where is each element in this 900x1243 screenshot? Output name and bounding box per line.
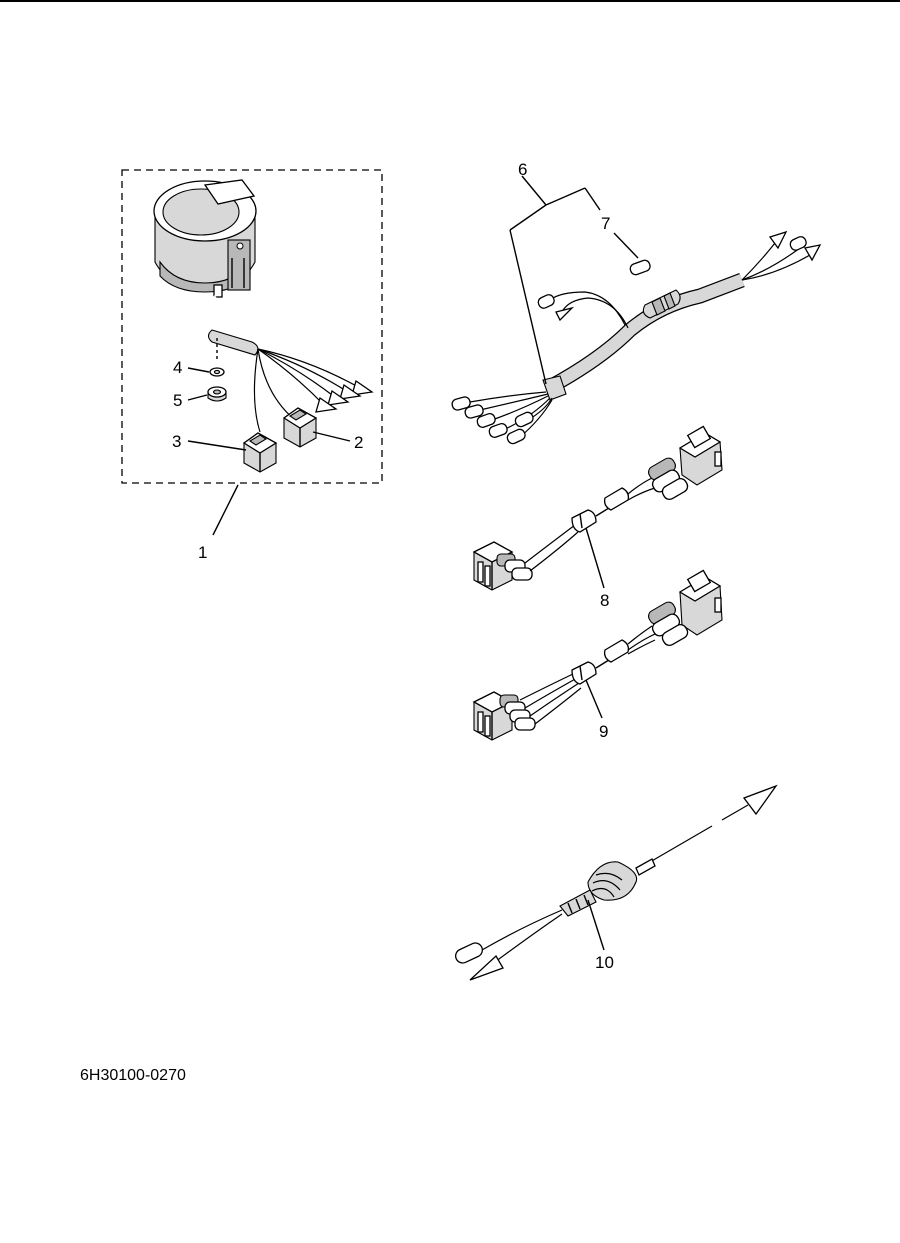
meter-gauge: [153, 179, 257, 298]
arrow-terminal: [742, 784, 778, 816]
part-1-meter-assembly: [121, 169, 383, 484]
cable-sleeve: [207, 329, 259, 356]
part-code: 6H30100-0270: [80, 1067, 186, 1084]
callout-4: 4: [173, 358, 182, 377]
part-8-extension-harness: [472, 425, 723, 591]
assembly-dashed-box: [121, 169, 383, 484]
callout-6: 6: [518, 160, 527, 179]
top-rule: [0, 0, 900, 2]
callout-2: 2: [354, 433, 363, 452]
part-10-lead-wire: [455, 784, 778, 981]
callout-10: 10: [595, 953, 614, 972]
callout-3: 3: [172, 432, 181, 451]
fuse-holder: [642, 289, 681, 319]
coupler-left: [472, 691, 536, 741]
coupler-left: [472, 541, 533, 591]
connector-part-3: [242, 432, 278, 473]
harness-terminals: [451, 396, 534, 445]
fuse-part-7: [629, 259, 651, 276]
meter-wire-leads: [253, 348, 374, 433]
fuse-holder: [587, 861, 638, 901]
coupler-right: [648, 425, 723, 501]
coupler-right: [648, 569, 723, 647]
callout-8: 8: [600, 591, 609, 610]
callout-1: 1: [198, 543, 207, 562]
part-6-wire-harness: [451, 230, 822, 445]
callout-9: 9: [599, 722, 608, 741]
callout-5: 5: [173, 391, 182, 410]
connector-part-2: [282, 407, 318, 448]
nut-part-5: [207, 386, 227, 402]
part-9-extension-harness: [472, 569, 723, 741]
callout-7: 7: [601, 214, 610, 233]
